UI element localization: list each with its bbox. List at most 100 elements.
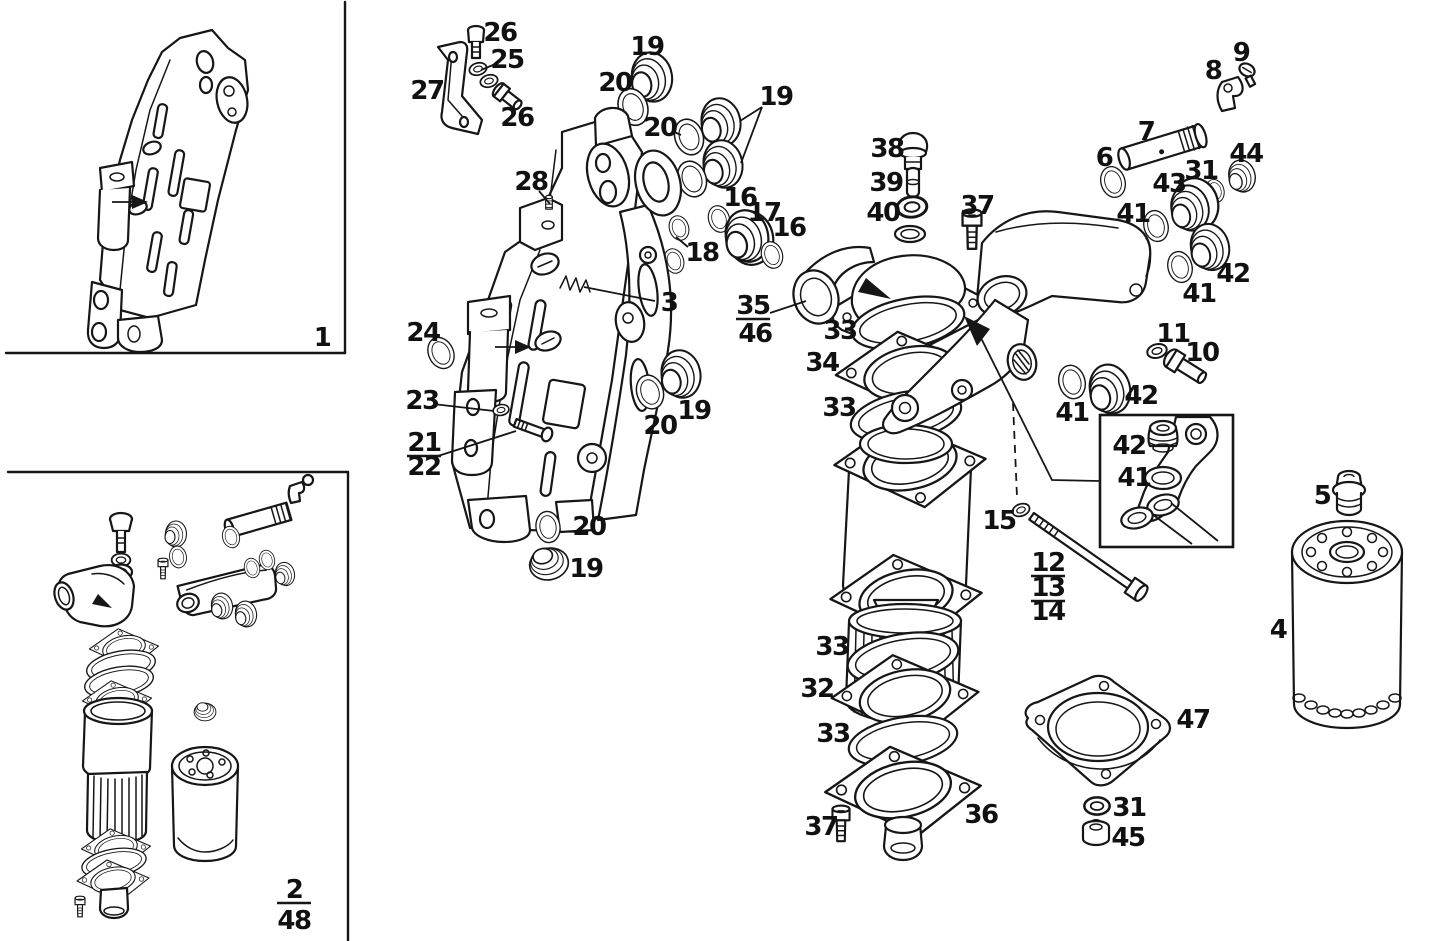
leader-line [432, 403, 495, 412]
part-number-20: 20 [643, 113, 677, 143]
part-number-37: 37 [960, 191, 994, 221]
part-number-20: 20 [598, 68, 632, 98]
part-number-46: 46 [738, 319, 772, 349]
part-number-35: 35 [736, 291, 770, 321]
part-number-19: 19 [677, 396, 711, 426]
part-number-47: 47 [1176, 705, 1210, 735]
plug-cluster-right [1054, 156, 1260, 420]
part-number-19: 19 [759, 82, 793, 112]
callout-layer: 2625272619202019281617161832423212219202… [112, 18, 1332, 936]
part-number-33: 33 [823, 316, 857, 346]
part-number-16: 16 [772, 213, 806, 243]
part-number-38: 38 [870, 134, 904, 164]
part-number-41: 41 [1055, 398, 1089, 428]
leader-line [671, 130, 682, 136]
part-number-41: 41 [1116, 199, 1150, 229]
part-number-18: 18 [685, 238, 719, 268]
end-cover-47-group [1024, 674, 1172, 847]
part-number-8: 8 [1205, 56, 1222, 86]
part-number-20: 20 [572, 512, 606, 542]
part-number-26: 26 [500, 103, 534, 133]
leader-line [675, 236, 689, 248]
manifold-duct-housing [882, 210, 1152, 435]
part-number-48: 48 [277, 906, 311, 936]
part-number-42: 42 [1124, 381, 1157, 411]
inset-ring-41 [1143, 465, 1183, 491]
leader-line [769, 300, 807, 314]
part-number-14: 14 [1031, 597, 1065, 627]
leader-line [1151, 513, 1193, 545]
part-number-33: 33 [816, 719, 850, 749]
direction-arrow [515, 340, 531, 354]
part-number-7: 7 [1138, 117, 1155, 147]
part-number-25: 25 [490, 45, 524, 75]
leader-line [740, 106, 763, 164]
direction-arrow [858, 278, 891, 299]
panel1-mounting-plate [86, 28, 250, 354]
part-number-15: 15 [982, 506, 1016, 536]
part-number-28: 28 [514, 167, 548, 197]
part-number-31: 31 [1184, 156, 1218, 186]
part-number-42: 42 [1112, 431, 1145, 461]
part-number-10: 10 [1185, 338, 1219, 368]
filter-4 [1290, 519, 1404, 730]
part-number-36: 36 [964, 800, 998, 830]
part-number-34: 34 [805, 348, 839, 378]
part-number-13: 13 [1031, 573, 1065, 603]
part-number-12: 12 [1031, 548, 1064, 578]
panel2-assembled-view [53, 473, 315, 920]
thermostat-cap-stack [894, 131, 930, 220]
direction-arrow [132, 195, 148, 209]
oil-cooler-housing-part3 [450, 106, 683, 544]
leader-line [480, 64, 494, 71]
leader-line [979, 335, 1100, 482]
part-number-2: 2 [286, 875, 303, 905]
part-number-33: 33 [822, 393, 856, 423]
part-number-23: 23 [405, 386, 439, 416]
leader-line [538, 190, 551, 205]
nut-45 [1081, 819, 1111, 847]
leader-line [739, 106, 763, 122]
direction-arrow [964, 316, 990, 346]
dashed-leader-line [1012, 402, 1018, 498]
part-number-1: 1 [314, 323, 331, 353]
part-number-39: 39 [869, 168, 903, 198]
part-number-19: 19 [569, 554, 603, 584]
part-number-17: 17 [747, 198, 781, 228]
part-number-26: 26 [483, 18, 517, 48]
part-number-11: 11 [1156, 319, 1190, 349]
part-number-3: 3 [661, 288, 678, 318]
leader-line [437, 430, 517, 457]
part-number-40: 40 [866, 198, 900, 228]
part-number-44: 44 [1229, 139, 1263, 169]
oil-filter-group [1290, 469, 1404, 730]
part-number-24: 24 [406, 318, 440, 348]
heat-exchanger-core [824, 602, 982, 862]
bracket-27-group [436, 24, 523, 136]
part-number-20: 20 [643, 411, 677, 441]
part-number-21: 21 [407, 428, 441, 458]
part-number-31: 31 [1112, 793, 1146, 823]
leader-line [1170, 502, 1219, 542]
detail-box-2-border [6, 470, 350, 941]
nipple-5 [1331, 469, 1367, 517]
part-number-19: 19 [630, 32, 664, 62]
part-number-42: 42 [1216, 259, 1249, 289]
part-number-33: 33 [815, 632, 849, 662]
part-number-43: 43 [1152, 169, 1186, 199]
part-number-41: 41 [1117, 463, 1151, 493]
pipe-7-group [1096, 62, 1257, 202]
stud-and-washer [1009, 500, 1149, 602]
plugs-and-rings-top [612, 48, 787, 277]
detail-box-1-border [4, 0, 347, 355]
part-number-45: 45 [1111, 823, 1145, 853]
part-number-4: 4 [1270, 615, 1287, 645]
leader-line [583, 286, 656, 302]
part-number-5: 5 [1314, 481, 1331, 511]
part-number-37: 37 [804, 812, 838, 842]
inset-plug-42 [1147, 419, 1179, 453]
part-number-27: 27 [410, 76, 444, 106]
housing-small-parts [422, 332, 706, 585]
